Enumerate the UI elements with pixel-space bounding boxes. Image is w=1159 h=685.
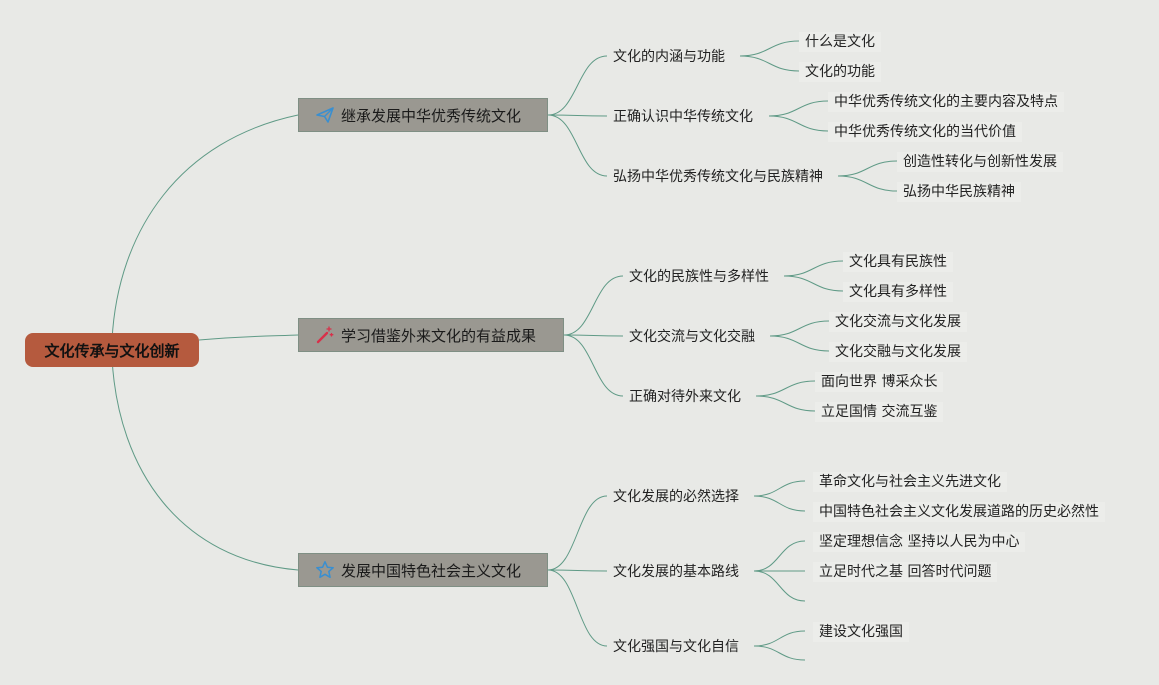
topic-node-develop[interactable]: 发展中国特色社会主义文化: [298, 553, 548, 587]
root-node[interactable]: 文化传承与文化创新: [25, 333, 199, 367]
topic-label: 继承发展中华优秀传统文化: [341, 106, 522, 125]
subtopic-leaf-link: [753, 495, 806, 512]
leaf-node[interactable]: 文化的功能: [799, 62, 881, 82]
subtopic-leaf-link: [739, 40, 800, 57]
subtopic-leaf-link: [837, 175, 898, 192]
root-label: 文化传承与文化创新: [44, 341, 180, 360]
leaf-node[interactable]: 什么是文化: [799, 32, 881, 52]
subtopic-node[interactable]: 文化的民族性与多样性: [629, 269, 769, 285]
topic-subtopic-link: [547, 495, 608, 571]
topic-subtopic-link: [547, 114, 608, 117]
subtopic-leaf-link: [783, 260, 844, 277]
subtopic-leaf-link: [753, 570, 806, 602]
root-topic-link: [111, 357, 299, 571]
leaf-node[interactable]: 立足国情 交流互鉴: [815, 402, 944, 422]
subtopic-leaf-link: [769, 320, 830, 337]
leaf-node[interactable]: 文化具有民族性: [843, 252, 953, 272]
leaf-node[interactable]: 文化交融与文化发展: [829, 342, 967, 362]
topic-subtopic-link: [547, 569, 608, 647]
topic-subtopic-link: [547, 569, 608, 572]
topic-subtopic-link: [563, 334, 624, 397]
leaf-node[interactable]: 面向世界 博采众长: [815, 372, 944, 392]
subtopic-leaf-link: [753, 630, 806, 647]
topic-label: 学习借鉴外来文化的有益成果: [341, 326, 537, 345]
root-topic-link: [111, 114, 299, 341]
subtopic-leaf-link: [753, 480, 806, 497]
leaf-node[interactable]: 文化交流与文化发展: [829, 312, 967, 332]
topic-subtopic-link: [563, 334, 624, 337]
leaf-node[interactable]: 革命文化与社会主义先进文化: [813, 472, 1007, 492]
leaf-node[interactable]: 弘扬中华民族精神: [897, 182, 1021, 202]
subtopic-leaf-link: [755, 380, 816, 397]
subtopic-leaf-link: [753, 540, 806, 572]
star-outline-icon: [315, 560, 335, 580]
subtopic-leaf-link: [753, 645, 806, 661]
paper-plane-icon: [315, 105, 335, 125]
subtopic-node[interactable]: 文化发展的必然选择: [613, 489, 739, 505]
topic-subtopic-link: [547, 114, 608, 177]
topic-node-learn[interactable]: 学习借鉴外来文化的有益成果: [298, 318, 564, 352]
subtopic-leaf-link: [755, 395, 816, 412]
leaf-node[interactable]: 立足时代之基 回答时代问题: [813, 562, 998, 582]
subtopic-leaf-link: [837, 160, 898, 177]
topic-subtopic-link: [547, 55, 608, 116]
subtopic-node[interactable]: 文化交流与文化交融: [629, 329, 755, 345]
leaf-node[interactable]: 中国特色社会主义文化发展道路的历史必然性: [813, 502, 1105, 522]
subtopic-leaf-link: [783, 275, 844, 292]
subtopic-leaf-link: [768, 115, 829, 132]
leaf-node[interactable]: 坚定理想信念 坚持以人民为中心: [813, 532, 1026, 552]
leaf-node[interactable]: 建设文化强国: [813, 622, 909, 642]
subtopic-node[interactable]: 文化的内涵与功能: [613, 49, 725, 65]
topic-label: 发展中国特色社会主义文化: [341, 561, 522, 580]
subtopic-leaf-link: [739, 55, 800, 72]
topic-node-inherit[interactable]: 继承发展中华优秀传统文化: [298, 98, 548, 132]
subtopic-node[interactable]: 文化强国与文化自信: [613, 639, 739, 655]
subtopic-node[interactable]: 正确认识中华传统文化: [613, 109, 753, 125]
magic-wand-icon: [315, 325, 335, 345]
subtopic-node[interactable]: 弘扬中华优秀传统文化与民族精神: [613, 169, 823, 185]
leaf-node[interactable]: 创造性转化与创新性发展: [897, 152, 1063, 172]
leaf-node[interactable]: 文化具有多样性: [843, 282, 953, 302]
subtopic-leaf-link: [769, 335, 830, 352]
subtopic-node[interactable]: 文化发展的基本路线: [613, 564, 739, 580]
leaf-node[interactable]: 中华优秀传统文化的当代价值: [828, 122, 1022, 142]
topic-subtopic-link: [563, 275, 624, 336]
leaf-node[interactable]: 中华优秀传统文化的主要内容及特点: [828, 92, 1064, 112]
root-topic-link: [198, 334, 299, 341]
subtopic-leaf-link: [768, 100, 829, 117]
subtopic-node[interactable]: 正确对待外来文化: [629, 389, 741, 405]
